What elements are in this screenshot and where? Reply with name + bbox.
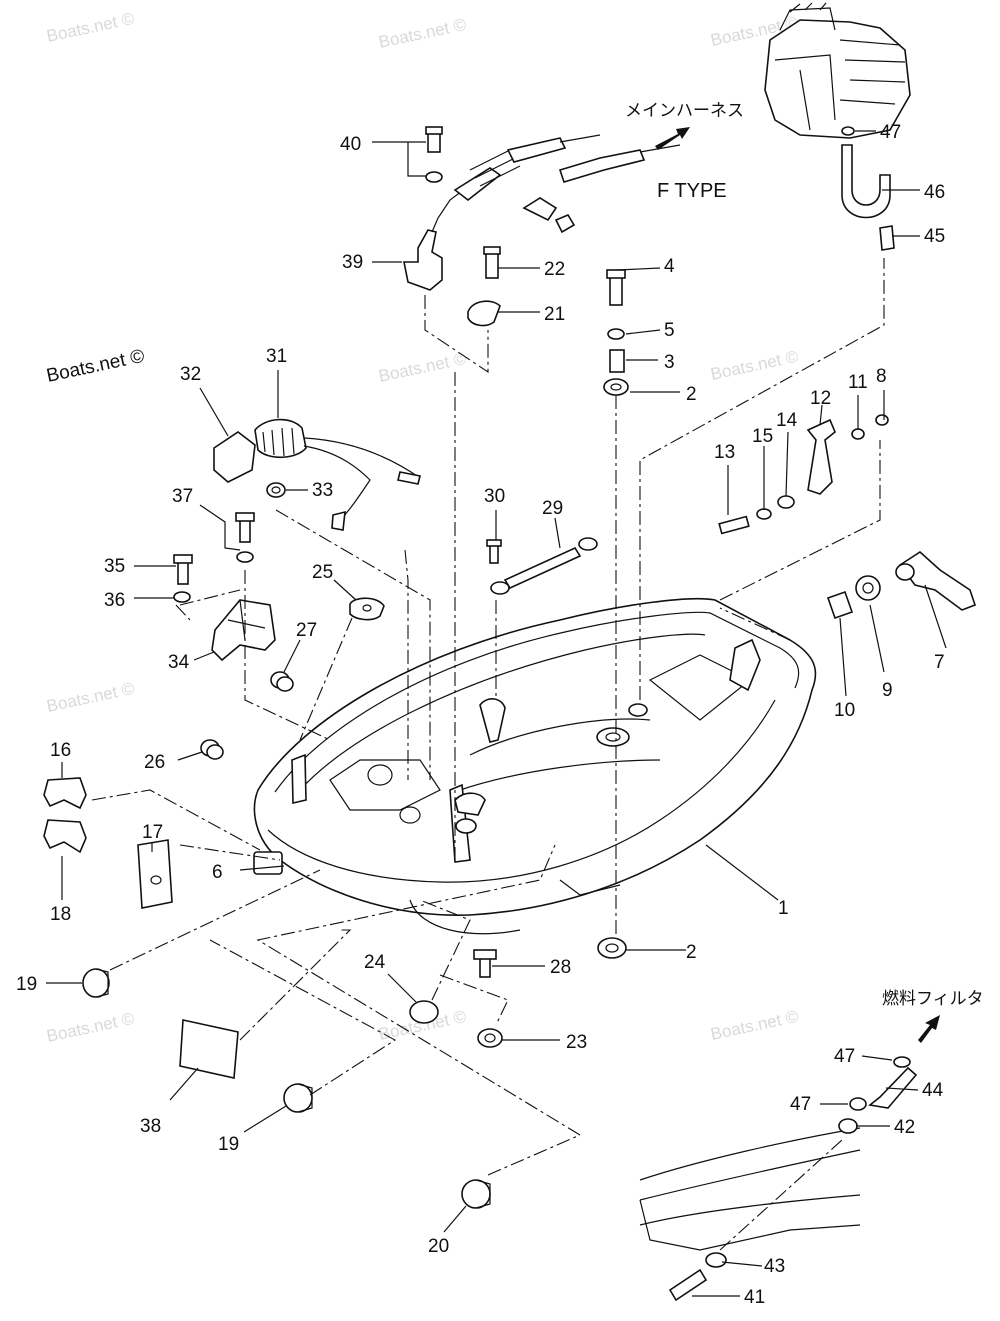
callout-number: 28 <box>550 957 571 978</box>
bracket-group <box>173 512 276 662</box>
engine-sketch <box>764 2 911 139</box>
callout-number: 10 <box>834 700 855 721</box>
callout-number: 14 <box>776 410 798 431</box>
callout-number: 9 <box>882 680 893 701</box>
callout-number: 45 <box>924 226 945 247</box>
callout-number: 36 <box>104 590 125 611</box>
callout-number: 3 <box>664 352 675 373</box>
callout-number: 44 <box>922 1080 944 1101</box>
harness-connectors <box>403 126 681 327</box>
watermark: Boats.net © <box>45 679 137 716</box>
clip-group <box>43 777 283 909</box>
switch-group <box>213 418 421 531</box>
callout-number: 34 <box>168 652 190 673</box>
arrow-icon <box>918 1015 940 1043</box>
plug-group <box>82 949 503 1209</box>
callout-number: 5 <box>664 320 675 341</box>
callout-number: 8 <box>876 366 887 387</box>
callout-number: 32 <box>180 364 201 385</box>
callout-number: 37 <box>172 486 193 507</box>
callout-number: 18 <box>50 904 71 925</box>
callout-number: 27 <box>296 620 317 641</box>
callout-number: 38 <box>140 1116 161 1137</box>
callout-number: 13 <box>714 442 735 463</box>
callout-number: 47 <box>834 1046 855 1067</box>
callout-number: 33 <box>312 480 333 501</box>
callout-number: 20 <box>428 1236 449 1257</box>
callout-number: 4 <box>664 256 675 277</box>
f-type-label: F TYPE <box>657 180 727 202</box>
callout-number: 24 <box>364 952 386 973</box>
callout-number: 11 <box>848 372 868 393</box>
callout-number: 2 <box>686 942 697 963</box>
main-harness-label: メインハーネス <box>625 101 744 121</box>
callout-number: 29 <box>542 498 563 519</box>
callout-number: 35 <box>104 556 125 577</box>
callout-number: 17 <box>142 822 163 843</box>
callout-number: 40 <box>340 134 361 155</box>
callout-number: 46 <box>924 182 945 203</box>
watermark: Boats.net © <box>45 1009 137 1046</box>
callout-number: 23 <box>566 1032 587 1053</box>
watermark: Boats.net © <box>709 1007 801 1044</box>
callout-number: 1 <box>778 898 789 919</box>
callout-number: 7 <box>934 652 945 673</box>
watermark: Boats.net © <box>377 15 469 52</box>
hose-group <box>841 126 895 251</box>
callout-number: 25 <box>312 562 333 583</box>
callout-number: 30 <box>484 486 505 507</box>
leader-lines <box>46 130 947 1297</box>
callout-number: 6 <box>212 862 223 883</box>
callout-number: 15 <box>752 426 773 447</box>
callout-number: 19 <box>16 974 37 995</box>
callout-number: 41 <box>744 1287 765 1308</box>
callout-number: 47 <box>880 122 901 143</box>
callout-number: 19 <box>218 1134 239 1155</box>
callout-number: 47 <box>790 1094 811 1115</box>
watermark-main: Boats.net © <box>45 346 147 387</box>
callout-number: 42 <box>894 1117 915 1138</box>
assembly-lines <box>91 258 885 1251</box>
callout-number: 31 <box>266 346 287 367</box>
callout-number: 2 <box>686 384 697 405</box>
lever-group <box>718 414 977 620</box>
callout-number: 26 <box>144 752 165 773</box>
callout-number: 21 <box>544 304 565 325</box>
callout-number: 12 <box>810 388 831 409</box>
bottom-cowling <box>253 597 817 935</box>
fuel-filter-label: 燃料フィルタ <box>882 989 984 1009</box>
watermark: Boats.net © <box>45 9 137 46</box>
direction-arrows <box>655 127 940 1043</box>
screw-stack <box>597 269 629 959</box>
small-parts-left <box>200 537 598 760</box>
callout-number: 16 <box>50 740 71 761</box>
arrow-icon <box>655 127 690 150</box>
callout-numbers: 1 2 2 3 4 5 6 7 8 9 10 11 12 13 14 15 16… <box>16 122 945 1308</box>
callout-number: 43 <box>764 1256 785 1277</box>
callout-number: 22 <box>544 259 565 280</box>
text-labels: メインハーネス F TYPE 燃料フィルタ <box>625 101 984 1009</box>
callout-number: 39 <box>342 252 363 273</box>
